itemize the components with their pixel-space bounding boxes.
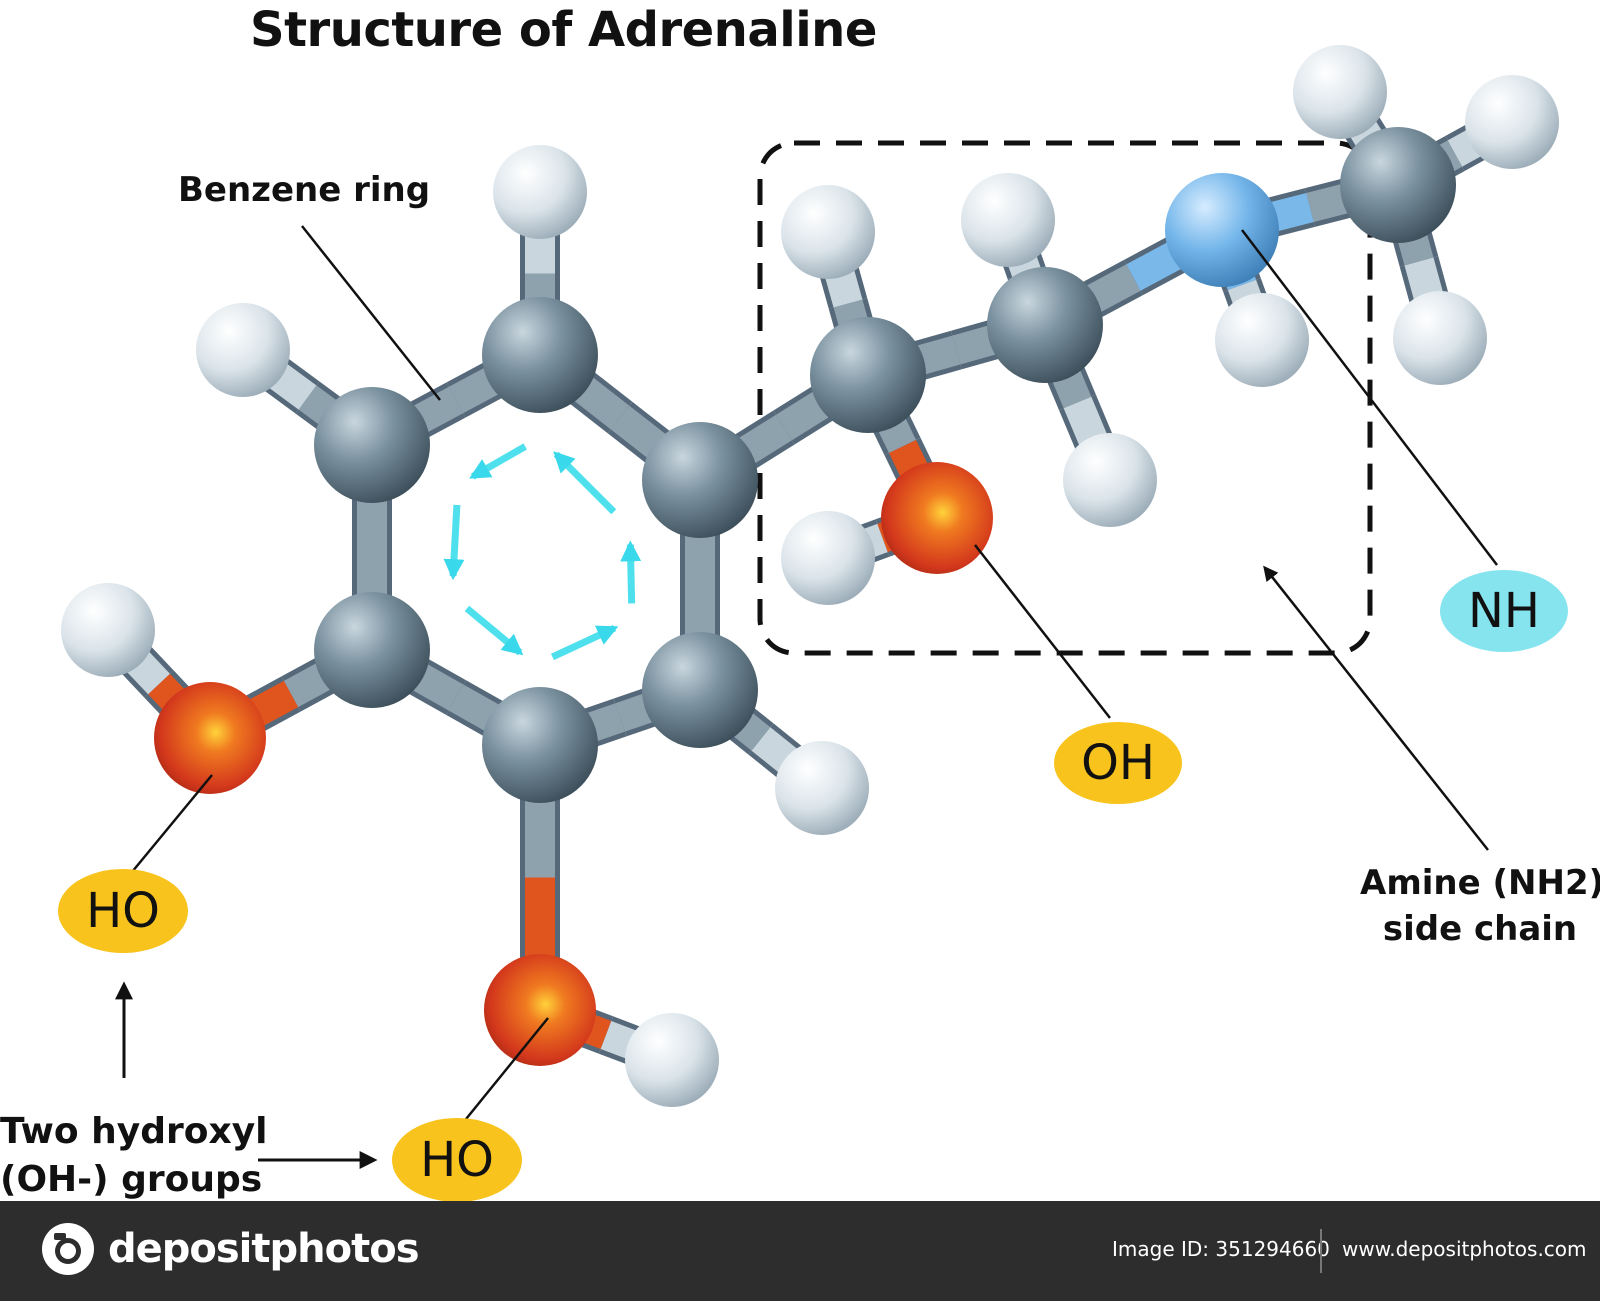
hydroxyl-label-line1: Two hydroxyl	[0, 1111, 268, 1152]
ho-upper-label-pill: HO	[58, 869, 188, 953]
hydrogen-atom	[1215, 293, 1309, 387]
hydrogen-atom	[1063, 433, 1157, 527]
hydrogen-atom	[61, 583, 155, 677]
amine-label-line2: side chain	[1382, 909, 1578, 949]
oxygen-atom	[484, 954, 596, 1066]
footer-divider	[1320, 1229, 1322, 1273]
atoms-layer	[61, 45, 1559, 1107]
aromatic-arrow	[469, 443, 527, 480]
hydrogen-atom	[196, 303, 290, 397]
carbon-atom	[642, 422, 758, 538]
hydrogen-atom	[1465, 75, 1559, 169]
benzene-leader-line	[301, 225, 441, 401]
carbon-atom	[1340, 127, 1456, 243]
hydrogen-atom	[781, 185, 875, 279]
hydrogen-atom	[493, 145, 587, 239]
hydrogen-atom	[961, 173, 1055, 267]
oh-label-pill: OH	[1054, 722, 1182, 804]
hydroxyl-groups-label: Two hydroxyl (OH-) groups	[0, 1108, 268, 1204]
aromatic-arrow	[553, 451, 617, 515]
nh-leader-line	[1241, 229, 1498, 566]
carbon-atom	[642, 632, 758, 748]
hydrogen-atom	[775, 741, 869, 835]
aromatic-arrow	[550, 624, 619, 661]
carbon-atom	[810, 317, 926, 433]
carbon-atom	[314, 592, 430, 708]
aromatic-arrow	[620, 540, 642, 604]
amine-side-chain-label: Amine (NH2) side chain	[1360, 860, 1600, 952]
benzene-ring-label: Benzene ring	[178, 170, 431, 210]
aromatic-ring-arrows	[443, 443, 642, 661]
carbon-atom	[314, 387, 430, 503]
carbon-atom	[987, 267, 1103, 383]
image-id-text: Image ID: 351294660	[1112, 1237, 1330, 1261]
nitrogen-atom	[1165, 173, 1279, 287]
oxygen-atom	[881, 462, 993, 574]
hydrogen-atom	[781, 511, 875, 605]
stock-footer-bar: depositphotos Image ID: 351294660 www.de…	[0, 1201, 1600, 1301]
hydrogen-atom	[1393, 291, 1487, 385]
logo-wordmark: depositphotos	[108, 1226, 420, 1272]
ho-lower-label-pill: HO	[392, 1118, 522, 1202]
hydrogen-atom	[1293, 45, 1387, 139]
website-text: www.depositphotos.com	[1342, 1237, 1587, 1261]
oh-leader-line	[974, 544, 1111, 719]
hydrogen-atom	[625, 1013, 719, 1107]
carbon-atom	[482, 687, 598, 803]
carbon-atom	[482, 297, 598, 413]
aromatic-arrow	[443, 504, 465, 581]
camera-logo-icon	[42, 1223, 94, 1275]
amine-label-line1: Amine (NH2)	[1360, 863, 1600, 903]
ho-lower-leader-line	[461, 1017, 549, 1125]
depositphotos-logo: depositphotos	[40, 1221, 420, 1277]
oxygen-atom	[154, 682, 266, 794]
amine-arrow	[1263, 565, 1489, 851]
aromatic-arrow	[464, 605, 524, 656]
hydroxyl-label-line2: (OH-) groups	[0, 1159, 263, 1200]
ho-upper-leader-line	[131, 774, 213, 873]
nh-label-pill: NH	[1440, 570, 1568, 652]
diagram-title: Structure of Adrenaline	[250, 2, 877, 58]
